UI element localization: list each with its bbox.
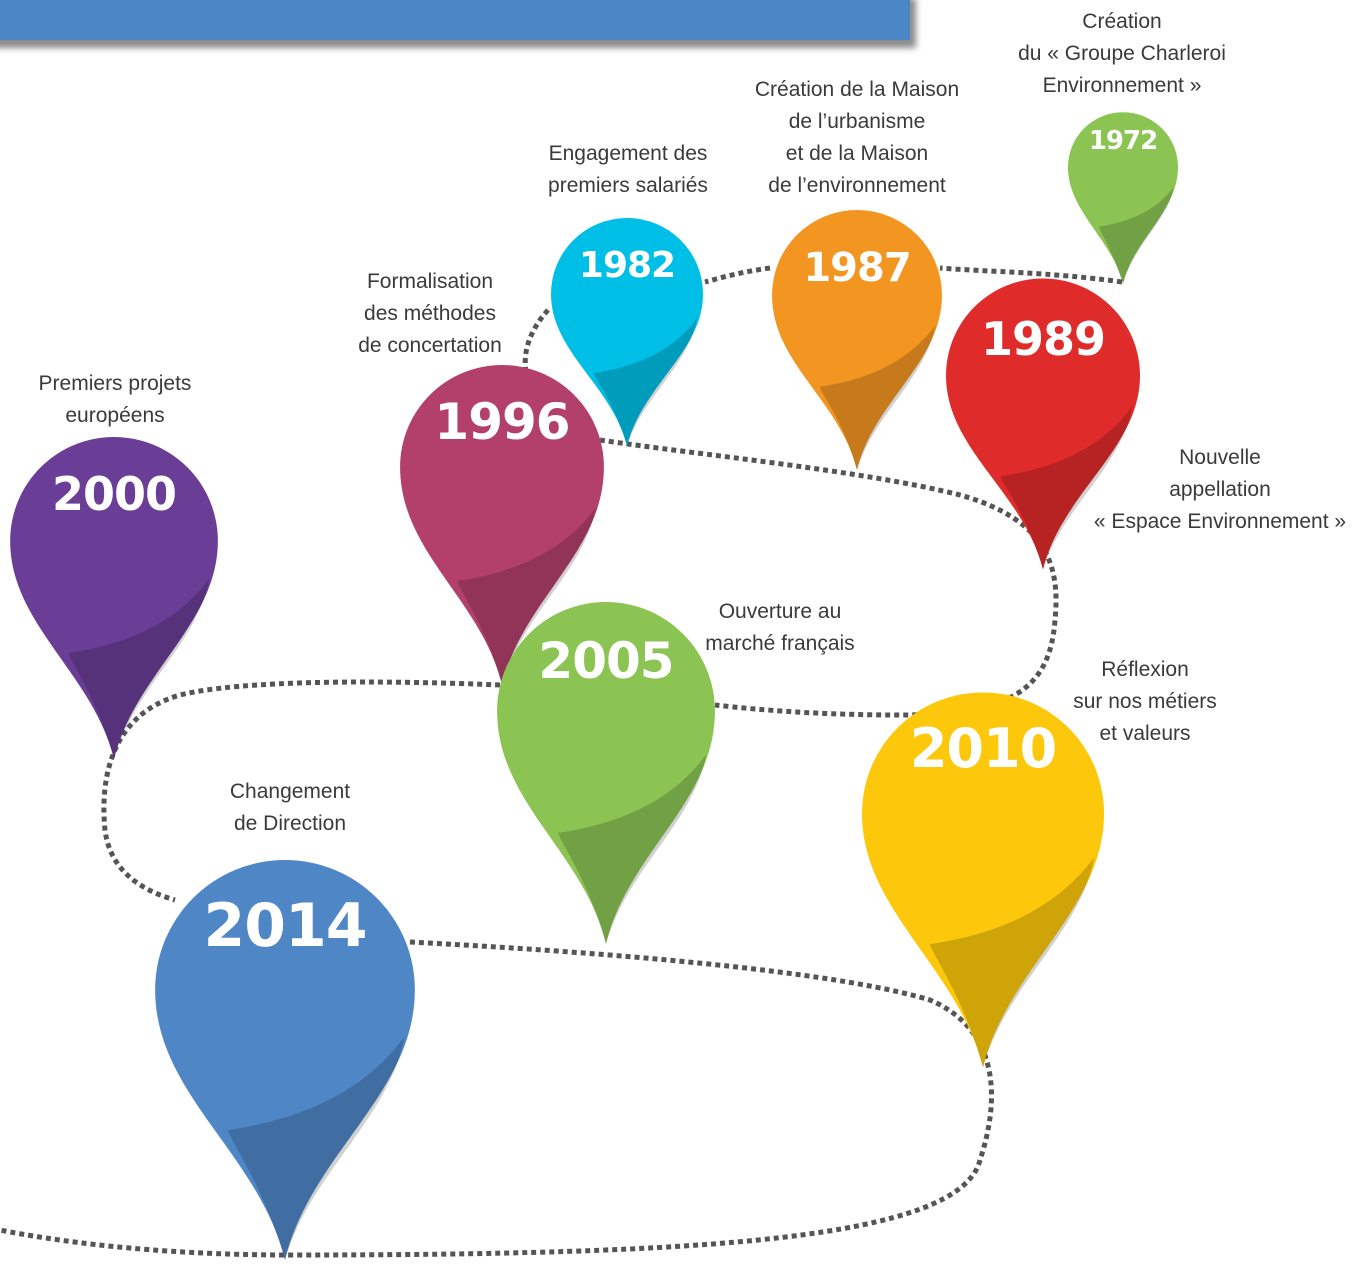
- pin-marker-icon: [1068, 112, 1178, 284]
- caption-line: Nouvelle: [1179, 446, 1261, 469]
- milestone-pin-1972: 1972: [1068, 112, 1178, 284]
- caption-line: « Espace Environnement »: [1093, 510, 1347, 533]
- milestone-pin-1982: 1982: [551, 218, 703, 446]
- milestone-caption-2010: Réflexion sur nos métiers et valeurs: [1060, 654, 1230, 750]
- milestone-caption-2014: Changement de Direction: [190, 776, 390, 840]
- pin-marker-icon: [862, 692, 1104, 1068]
- milestone-caption-1972: Création du « Groupe Charleroi Environne…: [1002, 6, 1242, 102]
- caption-line: et valeurs: [1099, 722, 1191, 745]
- pin-marker-icon: [10, 437, 218, 759]
- caption-line: Premiers projets: [38, 372, 192, 395]
- caption-line: marché français: [705, 632, 855, 655]
- caption-line: Changement: [229, 780, 351, 803]
- milestone-year: 2014: [203, 891, 368, 961]
- milestone-year: 1996: [434, 393, 570, 451]
- milestone-year: 1982: [578, 245, 676, 286]
- pin-marker-icon: [155, 860, 415, 1260]
- milestone-caption-1996: Formalisation des méthodes de concertati…: [320, 266, 540, 362]
- pin-marker-icon: [400, 365, 604, 685]
- pin-marker-icon: [946, 278, 1140, 570]
- caption-line: et de la Maison: [785, 142, 929, 165]
- caption-line: de concertation: [358, 334, 502, 357]
- milestone-year: 1972: [1088, 126, 1158, 156]
- milestone-year: 2000: [51, 467, 177, 521]
- milestone-caption-2005: Ouverture au marché français: [680, 596, 880, 660]
- caption-line: Engagement des: [548, 142, 708, 165]
- caption-line: européens: [65, 404, 165, 427]
- milestone-caption-1982: Engagement des premiers salariés: [518, 138, 738, 202]
- caption-line: de l’environnement: [768, 174, 946, 197]
- caption-line: Ouverture au: [718, 600, 842, 623]
- milestone-pin-2014: 2014: [155, 860, 415, 1260]
- caption-line: Environnement »: [1042, 74, 1202, 97]
- milestone-caption-1987: Création de la Maison de l’urbanisme et …: [727, 74, 987, 202]
- milestone-pin-1987: 1987: [772, 210, 942, 470]
- milestone-caption-2000: Premiers projets européens: [0, 368, 230, 432]
- milestone-pin-1996: 1996: [400, 365, 604, 685]
- milestone-year: 1989: [980, 312, 1106, 366]
- milestone-year: 2010: [909, 717, 1057, 780]
- caption-line: Création de la Maison: [754, 78, 960, 101]
- pin-marker-icon: [497, 602, 715, 944]
- caption-line: des méthodes: [364, 302, 496, 325]
- caption-line: Création: [1082, 10, 1162, 33]
- caption-line: du « Groupe Charleroi: [1018, 42, 1226, 65]
- pin-marker-icon: [772, 210, 942, 470]
- caption-line: premiers salariés: [548, 174, 708, 197]
- milestone-pin-2000: 2000: [10, 437, 218, 759]
- milestone-pin-2005: 2005: [497, 602, 715, 944]
- caption-line: sur nos métiers: [1073, 690, 1217, 713]
- pin-marker-icon: [551, 218, 703, 446]
- milestone-year: 1987: [803, 245, 911, 291]
- milestone-year: 2005: [538, 632, 674, 690]
- milestone-pin-2010: 2010: [862, 692, 1104, 1068]
- header-banner: [0, 0, 910, 40]
- caption-line: appellation: [1169, 478, 1271, 501]
- caption-line: Formalisation: [366, 270, 494, 293]
- milestone-pin-1989: 1989: [946, 278, 1140, 570]
- milestone-caption-1989: Nouvelle appellation « Espace Environnem…: [1080, 442, 1360, 538]
- caption-line: de l’urbanisme: [788, 110, 926, 133]
- caption-line: Réflexion: [1101, 658, 1189, 681]
- caption-line: de Direction: [233, 812, 347, 835]
